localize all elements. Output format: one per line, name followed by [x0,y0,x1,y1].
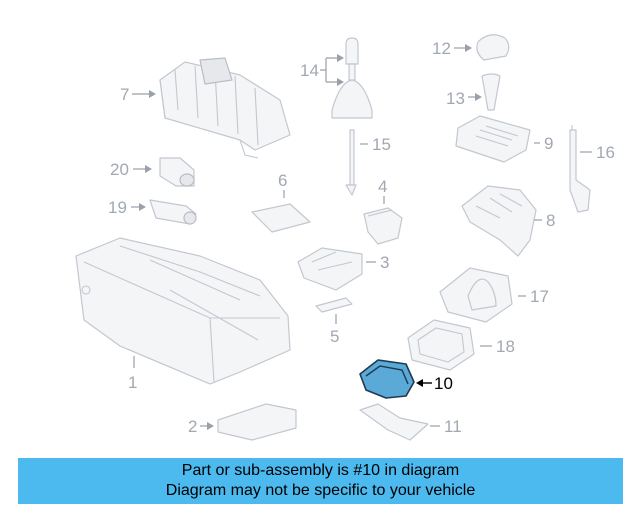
callout-3-label: 3 [380,253,389,272]
part-13-boot[interactable] [481,73,501,111]
callout-15-label: 15 [372,135,391,154]
part-3-tray[interactable] [297,247,363,291]
part-15-shift-rod[interactable] [345,129,357,196]
callout-6-label: 6 [278,171,287,190]
callout-20: 20 [110,160,152,179]
part-4-cup[interactable] [363,207,403,245]
callout-11: 11 [430,417,462,436]
part-9-indicator-plate[interactable] [455,115,531,163]
callout-5: 5 [330,314,339,346]
part-11-rail[interactable] [359,403,429,441]
part-1-console-body[interactable] [75,237,291,385]
part-5-bracket[interactable] [315,297,353,313]
part-10-cover-highlighted[interactable] [359,359,415,399]
part-8-shifter-assembly[interactable] [461,185,537,257]
callout-17-label: 17 [530,287,549,306]
part-7-shifter-housing[interactable] [159,57,291,159]
callout-18: 18 [480,337,515,356]
callout-18-label: 18 [496,337,515,356]
part-20-socket[interactable] [159,157,195,187]
callout-10: 10 [416,374,453,393]
banner-line-2: Diagram may not be specific to your vehi… [165,482,476,499]
part-19-lighter[interactable] [149,199,197,225]
part-2-mount-bracket[interactable] [217,403,297,441]
callout-19: 19 [108,198,146,217]
callout-1: 1 [128,356,137,392]
callout-14-label: 14 [300,61,319,80]
callout-11-label: 11 [444,417,462,436]
callout-20-label: 20 [110,160,129,179]
callout-13: 13 [446,89,482,108]
callout-16: 16 [580,143,615,162]
callout-13-label: 13 [446,89,465,108]
callout-7-label: 7 [120,85,129,104]
callout-4-label: 4 [378,177,387,196]
part-18-trim-ring[interactable] [407,319,475,371]
callout-8: 8 [534,211,555,230]
part-12-knob[interactable] [476,34,510,61]
part-6-mat[interactable] [251,203,311,233]
callout-5-label: 5 [330,327,339,346]
banner-line-1: Part or sub-assembly is #10 in diagram [181,462,460,479]
info-banner: Part or sub-assembly is #10 in diagram D… [18,458,623,504]
callout-9-label: 9 [544,134,553,153]
part-14-shift-knob[interactable] [331,37,373,119]
callout-2-label: 2 [188,417,197,436]
callout-12: 12 [432,39,472,58]
callout-16-label: 16 [596,143,615,162]
callout-17: 17 [518,287,549,306]
callout-15: 15 [360,135,391,154]
callout-19-label: 19 [108,198,127,217]
callout-14: 14 [300,54,344,86]
callout-1-label: 1 [128,373,137,392]
callout-2: 2 [188,417,214,436]
callout-3: 3 [366,253,389,272]
callout-9: 9 [534,134,553,153]
part-16-lever[interactable] [569,125,591,213]
callout-12-label: 12 [432,39,451,58]
callout-7: 7 [120,85,156,104]
part-17-boot-bezel[interactable] [439,267,513,323]
callout-10-label: 10 [434,374,453,393]
callout-6: 6 [278,171,287,198]
callout-8-label: 8 [546,211,555,230]
callout-4: 4 [378,177,387,204]
